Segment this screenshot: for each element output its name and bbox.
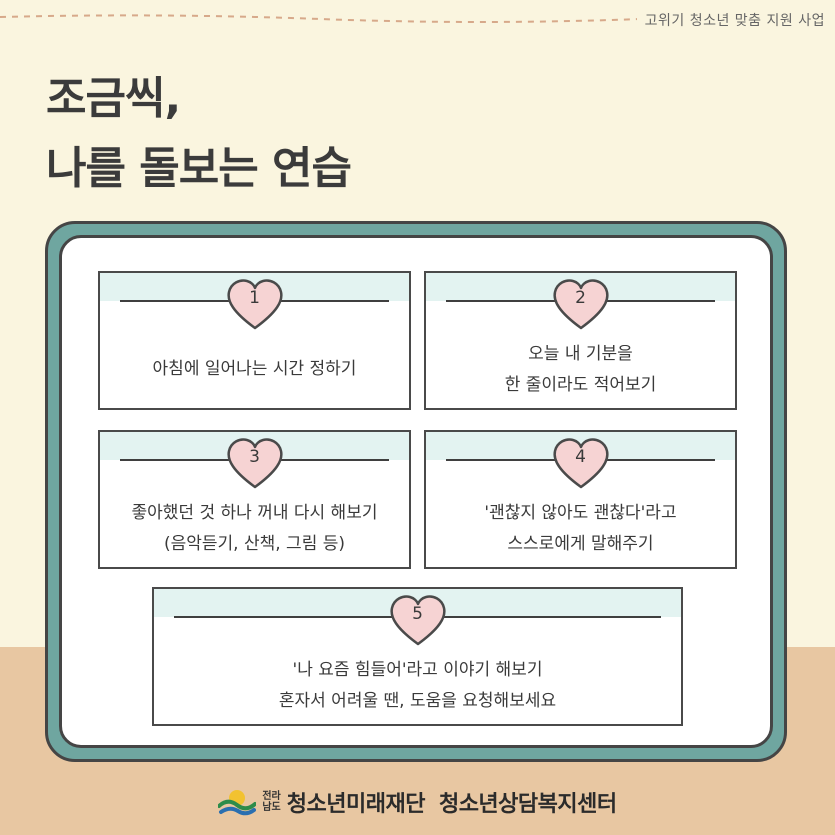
card-text: '나 요즘 힘들어'라고 이야기 해보기 혼자서 어려울 땐, 도움을 요청해보… [154,647,681,724]
page-title-line-1: 조금씩, [46,73,181,124]
card-number: 4 [575,447,586,467]
card-text-line: 아침에 일어나는 시간 정하기 [152,359,357,379]
footer: 전라 남도 청소년미래재단 청소년상담복지센터 [0,780,835,824]
region-label: 전라 남도 [262,791,280,813]
card-text: '괜찮지 않아도 괜찮다'라고 스스로에게 말해주기 [426,490,735,567]
card-text: 좋아했던 것 하나 꺼내 다시 해보기 (음악듣기, 산책, 그림 등) [100,490,409,567]
heart-icon [226,438,283,489]
foundation-logo-icon [218,790,257,816]
card-number: 2 [575,288,586,308]
card-text-line: '괜찮지 않아도 괜찮다'라고 [484,502,677,523]
tip-card-4: 4 '괜찮지 않아도 괜찮다'라고 스스로에게 말해주기 [424,430,737,569]
tip-card-3: 3 좋아했던 것 하나 꺼내 다시 해보기 (음악듣기, 산책, 그림 등) [98,430,411,569]
card-text-line: 한 줄이라도 적어보기 [504,374,657,395]
center-name: 청소년상담복지센터 [438,792,617,817]
card-text-line: 혼자서 어려울 땐, 도움을 요청해보세요 [278,690,557,711]
program-caption: 고위기 청소년 맞춤 지원 사업 [636,10,825,30]
tip-card-1: 1 아침에 일어나는 시간 정하기 [98,271,411,410]
page-title: 조금씩, 나를 돌보는 연습 [46,64,352,204]
card-text: 오늘 내 기분을 한 줄이라도 적어보기 [426,331,735,408]
card-number: 3 [249,447,260,467]
card-number: 1 [249,288,260,308]
card-text: 아침에 일어나는 시간 정하기 [100,331,409,408]
region-label-top: 전라 [262,791,281,802]
top-dashed-line [0,14,641,23]
foundation-name: 청소년미래재단 [286,792,426,817]
heart-icon [389,595,446,646]
card-text-line: 좋아했던 것 하나 꺼내 다시 해보기 [131,502,378,523]
card-text-line: (음악듣기, 산책, 그림 등) [163,533,346,554]
tip-card-5: 5 '나 요즘 힘들어'라고 이야기 해보기 혼자서 어려울 땐, 도움을 요청… [152,587,683,726]
card-text-line: 스스로에게 말해주기 [507,533,654,554]
heart-icon [226,279,283,330]
card-text-line: 오늘 내 기분을 [528,343,633,364]
region-label-bottom: 남도 [262,802,281,813]
heart-icon [552,279,609,330]
tip-card-2: 2 오늘 내 기분을 한 줄이라도 적어보기 [424,271,737,410]
heart-icon [552,438,609,489]
card-number: 5 [412,604,423,624]
card-text-line: '나 요즘 힘들어'라고 이야기 해보기 [292,659,543,680]
page-title-line-2: 나를 돌보는 연습 [46,143,352,194]
